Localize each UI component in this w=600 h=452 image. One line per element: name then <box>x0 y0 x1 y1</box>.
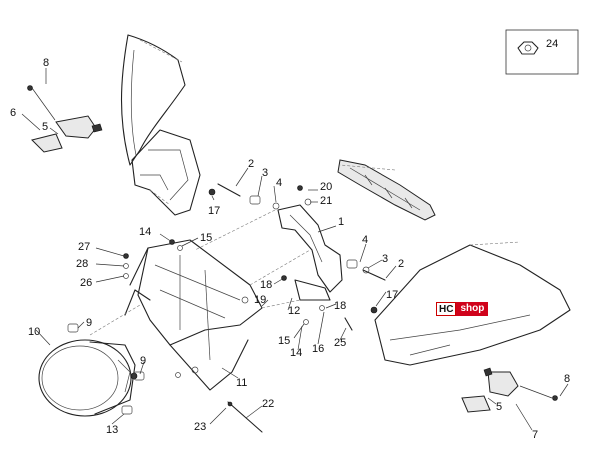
turn-signal-upper <box>27 85 103 153</box>
callout-17: 17 <box>208 205 220 217</box>
callout-13: 13 <box>106 424 118 436</box>
callout-12: 12 <box>288 305 300 317</box>
callout-3: 3 <box>262 167 268 179</box>
callout-20: 20 <box>320 181 332 193</box>
callout-9: 9 <box>86 317 92 329</box>
headlight-frame <box>124 239 311 391</box>
side-fairing-panel <box>374 241 571 366</box>
callout-25: 25 <box>334 337 346 349</box>
callout-21: 21 <box>320 195 332 207</box>
callout-8: 8 <box>43 57 49 69</box>
callout-5: 5 <box>496 401 502 413</box>
callout-2: 2 <box>398 258 404 270</box>
callout-3: 3 <box>382 253 388 265</box>
hardware <box>67 164 396 433</box>
callout-18: 18 <box>334 300 346 312</box>
callout-6: 6 <box>10 107 16 119</box>
callout-15: 15 <box>278 335 290 347</box>
callout-22: 22 <box>262 398 274 410</box>
callout-28: 28 <box>76 258 88 270</box>
upper-bracket <box>277 204 343 301</box>
callout-4: 4 <box>276 177 282 189</box>
callout-4: 4 <box>362 234 368 246</box>
badge-shop-text: shop <box>456 302 489 316</box>
turn-signal-lower <box>461 367 558 413</box>
callout-14: 14 <box>139 226 151 238</box>
callout-5: 5 <box>42 121 48 133</box>
hc-shop-badge: HC shop <box>436 302 489 316</box>
part-24-inset <box>505 29 579 75</box>
callout-16: 16 <box>312 343 324 355</box>
callout-14: 14 <box>290 347 302 359</box>
callout-10: 10 <box>28 326 40 338</box>
headlight <box>38 339 138 417</box>
callout-2: 2 <box>248 158 254 170</box>
callout-23: 23 <box>194 421 206 433</box>
callout-1: 1 <box>338 216 344 228</box>
callout-18: 18 <box>260 279 272 291</box>
callout-27: 27 <box>78 241 90 253</box>
callout-11: 11 <box>236 377 247 389</box>
badge-hc-text: HC <box>436 302 457 316</box>
callout-8: 8 <box>564 373 570 385</box>
callout-19: 19 <box>254 294 266 306</box>
leader-lines <box>21 68 569 431</box>
callout-15: 15 <box>200 232 212 244</box>
callout-7: 7 <box>532 429 538 441</box>
callout-9: 9 <box>140 355 146 367</box>
windscreen <box>120 34 186 166</box>
callout-26: 26 <box>80 277 92 289</box>
callout-labels: 24 8 6 5 2 3 4 20 21 17 1 14 15 27 28 26… <box>10 38 570 441</box>
dashboard-support <box>337 159 436 221</box>
callout-24: 24 <box>546 38 558 50</box>
callout-17: 17 <box>386 289 398 301</box>
fairing-inner-panel <box>131 129 201 216</box>
